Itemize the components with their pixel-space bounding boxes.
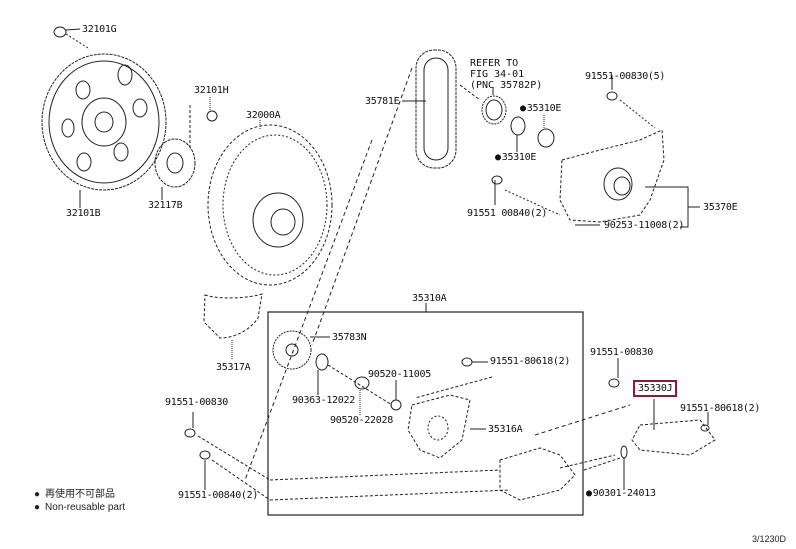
bolt-32101G[interactable] — [53, 26, 89, 49]
label-90520-22028[interactable]: 90520-22028 — [330, 415, 393, 426]
sprocket-35783N[interactable] — [272, 330, 312, 370]
bolt-32101H[interactable] — [206, 110, 218, 122]
label-90301-24013[interactable]: 90301-24013 — [586, 488, 656, 499]
label-90363-12022[interactable]: 90363-12022 — [292, 395, 355, 406]
refer-line-1: REFER TO — [470, 58, 519, 69]
label-35310E-b[interactable]: 35310E — [495, 152, 537, 163]
label-32101H[interactable]: 32101H — [194, 85, 229, 96]
bearing-90363-12022[interactable] — [315, 353, 329, 371]
label-35317A[interactable]: 35317A — [216, 362, 251, 373]
oil-pump-assy-box-35310A — [267, 311, 584, 516]
label-91551-80618-2-b[interactable]: 91551-80618(2) — [680, 403, 761, 414]
label-35781E[interactable]: 35781E — [365, 96, 400, 107]
drive-plate-32101B[interactable] — [41, 53, 167, 191]
label-90520-11005[interactable]: 90520-11005 — [368, 369, 431, 380]
label-35310A[interactable]: 35310A — [412, 293, 447, 304]
label-91551-00840-2-top[interactable]: 91551 00840(2) — [467, 208, 548, 219]
label-35330J-selected[interactable]: 35330J — [633, 380, 678, 397]
label-35316A[interactable]: 35316A — [488, 424, 523, 435]
refer-line-2[interactable]: FIG 34-01 — [470, 69, 525, 80]
label-32101G[interactable]: 32101G — [82, 24, 117, 35]
label-35310E-a[interactable]: 35310E — [520, 103, 562, 114]
label-91551-80618-2-a[interactable]: 91551-80618(2) — [490, 356, 571, 367]
pump-cover-35316A[interactable] — [407, 394, 471, 459]
snap-ring-90520-22028[interactable] — [354, 376, 370, 390]
legend: 再使用不可部品 Non-reusable part — [34, 488, 125, 514]
refer-line-3: (PNC 35782P) — [470, 80, 543, 91]
o-ring-35310E-b[interactable] — [537, 128, 555, 148]
o-ring-35310E-a[interactable] — [510, 116, 526, 136]
legend-japanese: 再使用不可部品 — [34, 488, 125, 501]
chain-35781E[interactable] — [415, 49, 457, 169]
torque-converter-32000A[interactable] — [207, 124, 333, 286]
label-91551-00830-right[interactable]: 91551-00830 — [590, 347, 653, 358]
pump-body-35370E[interactable] — [559, 129, 665, 223]
label-32117B[interactable]: 32117B — [148, 200, 183, 211]
snap-ring-90520-11005[interactable] — [390, 399, 402, 411]
strainer-35330J[interactable] — [631, 419, 716, 456]
legend-english: Non-reusable part — [34, 501, 125, 514]
refer-note: REFER TO FIG 34-01 (PNC 35782P) — [470, 58, 542, 91]
figure-id: 3/1230D — [752, 534, 787, 544]
label-91551-00830-5[interactable]: 91551-00830(5) — [585, 71, 666, 82]
label-91551-00830-left[interactable]: 91551-00830 — [165, 397, 228, 408]
cover-35317A[interactable] — [203, 293, 263, 339]
label-35370E[interactable]: 35370E — [703, 202, 738, 213]
oil-seal[interactable] — [481, 95, 507, 125]
label-32000A[interactable]: 32000A — [246, 110, 281, 121]
spacer-32117B[interactable] — [154, 138, 196, 188]
o-ring-90301-24013[interactable] — [620, 445, 628, 459]
label-91551-00840-2-bottom[interactable]: 91551-00840(2) — [178, 490, 259, 501]
label-32101B[interactable]: 32101B — [66, 208, 101, 219]
pump-body-lower[interactable] — [499, 447, 576, 501]
label-35783N[interactable]: 35783N — [332, 332, 367, 343]
label-90253-11008-2[interactable]: 90253-11008(2) — [604, 220, 685, 231]
